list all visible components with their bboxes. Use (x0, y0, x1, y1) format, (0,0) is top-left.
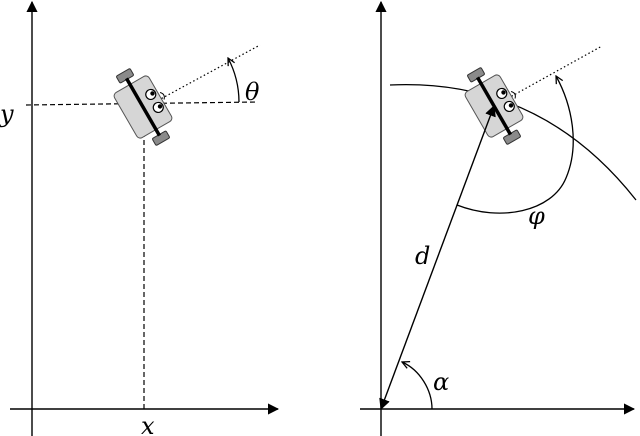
circular-arc-curve (389, 83, 637, 201)
alpha-label: α (433, 368, 449, 396)
distance-arrow-d (379, 104, 496, 411)
x-coordinate-label: x (141, 412, 155, 436)
y-coordinate-label: y (0, 100, 14, 128)
left-robot (103, 58, 186, 154)
heading-dotted-line-right (493, 45, 603, 107)
theta-label: θ (245, 78, 260, 106)
left-panel: y x θ (0, 0, 280, 436)
right-panel: d φ α (360, 0, 637, 436)
theta-angle-arc (228, 58, 240, 103)
phi-label: φ (528, 202, 545, 230)
phi-angle-arc (456, 76, 574, 214)
alpha-angle-arc (402, 362, 433, 410)
right-robot (454, 57, 537, 153)
distance-label-d: d (415, 242, 430, 270)
